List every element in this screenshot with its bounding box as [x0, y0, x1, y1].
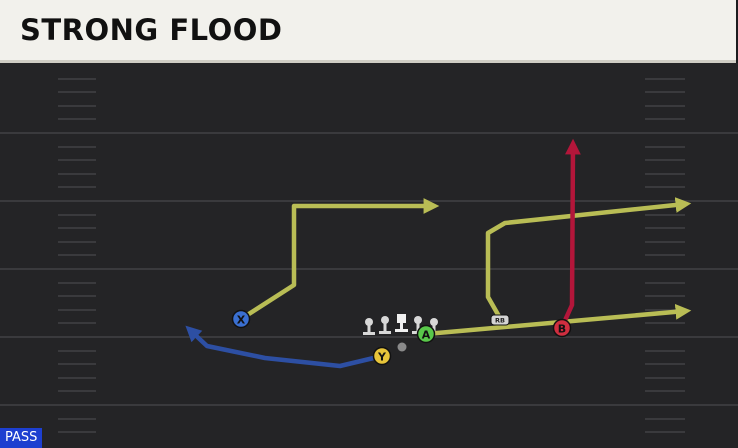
player-a[interactable]: A — [416, 324, 436, 344]
player-y[interactable]: Y — [372, 346, 392, 366]
route-x[interactable] — [238, 198, 440, 322]
lineman-icon — [363, 318, 375, 335]
route-y[interactable] — [185, 325, 385, 369]
hash-marks-right — [645, 78, 685, 433]
quarterback-marker — [397, 342, 407, 352]
play-type-badge: PASS — [0, 428, 43, 448]
offensive-line — [363, 314, 438, 352]
play-diagram: X Y A B RB — [0, 78, 738, 433]
player-rb-label: RB — [495, 317, 505, 325]
player-x-label: X — [237, 314, 246, 327]
title-bar: STRONG FLOOD — [0, 0, 736, 63]
route-rb[interactable] — [485, 197, 692, 321]
route-b[interactable] — [559, 138, 581, 330]
center-icon — [395, 314, 408, 332]
player-b[interactable]: B — [552, 318, 572, 338]
lineman-icon — [379, 316, 391, 334]
player-b-label: B — [558, 323, 566, 336]
lineman-icon — [430, 318, 438, 331]
yard-lines — [0, 132, 738, 406]
player-rb[interactable]: RB — [490, 314, 510, 326]
hash-marks-left — [58, 78, 96, 433]
play-field: X Y A B RB — [0, 63, 738, 448]
player-x[interactable]: X — [231, 309, 251, 329]
play-title: STRONG FLOOD — [20, 13, 283, 47]
player-y-label: Y — [377, 351, 387, 364]
player-a-label: A — [422, 329, 431, 342]
